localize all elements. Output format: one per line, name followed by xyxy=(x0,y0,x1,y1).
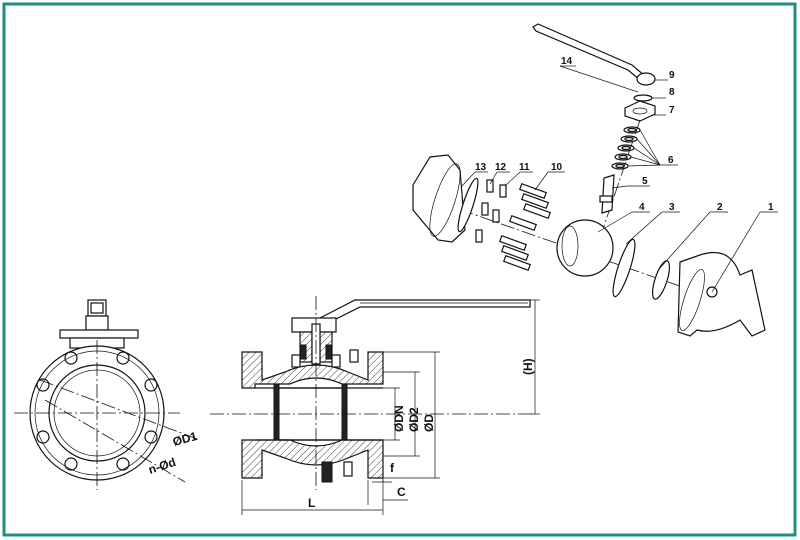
part-number-5: 5 xyxy=(642,176,648,187)
part-number-4: 4 xyxy=(639,202,645,213)
dim-label-f: f xyxy=(390,461,395,475)
dim-label-nd: n-Ød xyxy=(147,455,178,477)
section-view: (H) ØDN ØD2 ØD f C L xyxy=(210,296,540,515)
part-number-2: 2 xyxy=(717,202,723,213)
dim-label-d: ØD xyxy=(422,414,436,432)
part-number-3: 3 xyxy=(669,202,675,213)
part-number-7: 7 xyxy=(669,105,675,116)
dim-label-c: C xyxy=(397,485,406,499)
dim-label-l: L xyxy=(308,496,315,510)
part-number-9: 9 xyxy=(669,70,675,81)
dim-label-d1: ØD1 xyxy=(171,429,199,449)
part-number-8: 8 xyxy=(669,87,675,98)
dim-label-dn: ØDN xyxy=(392,405,406,432)
dim-label-d2: ØD2 xyxy=(407,407,421,432)
part-number-13: 13 xyxy=(475,162,487,173)
part-number-14: 14 xyxy=(561,56,573,67)
part-number-6: 6 xyxy=(668,155,674,166)
part-number-11: 11 xyxy=(519,162,530,173)
front-view: ØD1 n-Ød xyxy=(14,299,201,490)
part-number-12: 12 xyxy=(495,162,507,173)
dim-label-h: (H) xyxy=(521,358,535,375)
exploded-view: 1 2 3 4 5 6 7 8 9 10 11 12 13 14 xyxy=(412,23,778,337)
part-number-10: 10 xyxy=(551,162,563,173)
part-number-1: 1 xyxy=(768,202,774,213)
